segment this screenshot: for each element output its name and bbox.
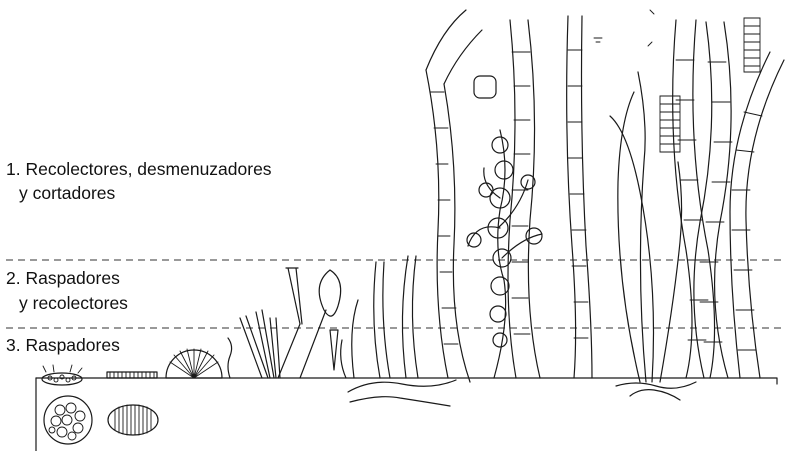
flat-diatom (107, 372, 157, 378)
filament-1 (426, 10, 482, 382)
filament-2 (508, 20, 540, 378)
diatom-valve-cross-section (108, 405, 158, 435)
filament-4 (673, 20, 715, 378)
stalked-diatoms (240, 268, 358, 378)
fan-diatom-colony (166, 349, 222, 378)
filament-6 (730, 52, 784, 378)
plankton-pieces (474, 10, 760, 152)
colony-cross-section (44, 396, 92, 444)
label-group1-line1: 1. Recolectores, desmenuzadores (6, 159, 272, 179)
grazer-labels: 1. Recolectores, desmenuzadores y cortad… (6, 159, 272, 355)
label-group2-line1: 2. Raspadores (6, 268, 120, 288)
crust-algae (42, 365, 82, 385)
label-group1-line2: y cortadores (19, 183, 116, 203)
label-group3-line1: 3. Raspadores (6, 335, 120, 355)
label-group2-line2: y recolectores (19, 293, 128, 313)
filament-3 (567, 16, 592, 378)
small-stalk (228, 338, 232, 378)
branched-beaded-alga (467, 130, 542, 378)
filament-tuft-small (348, 256, 456, 406)
substrate-surface-line (36, 378, 777, 384)
